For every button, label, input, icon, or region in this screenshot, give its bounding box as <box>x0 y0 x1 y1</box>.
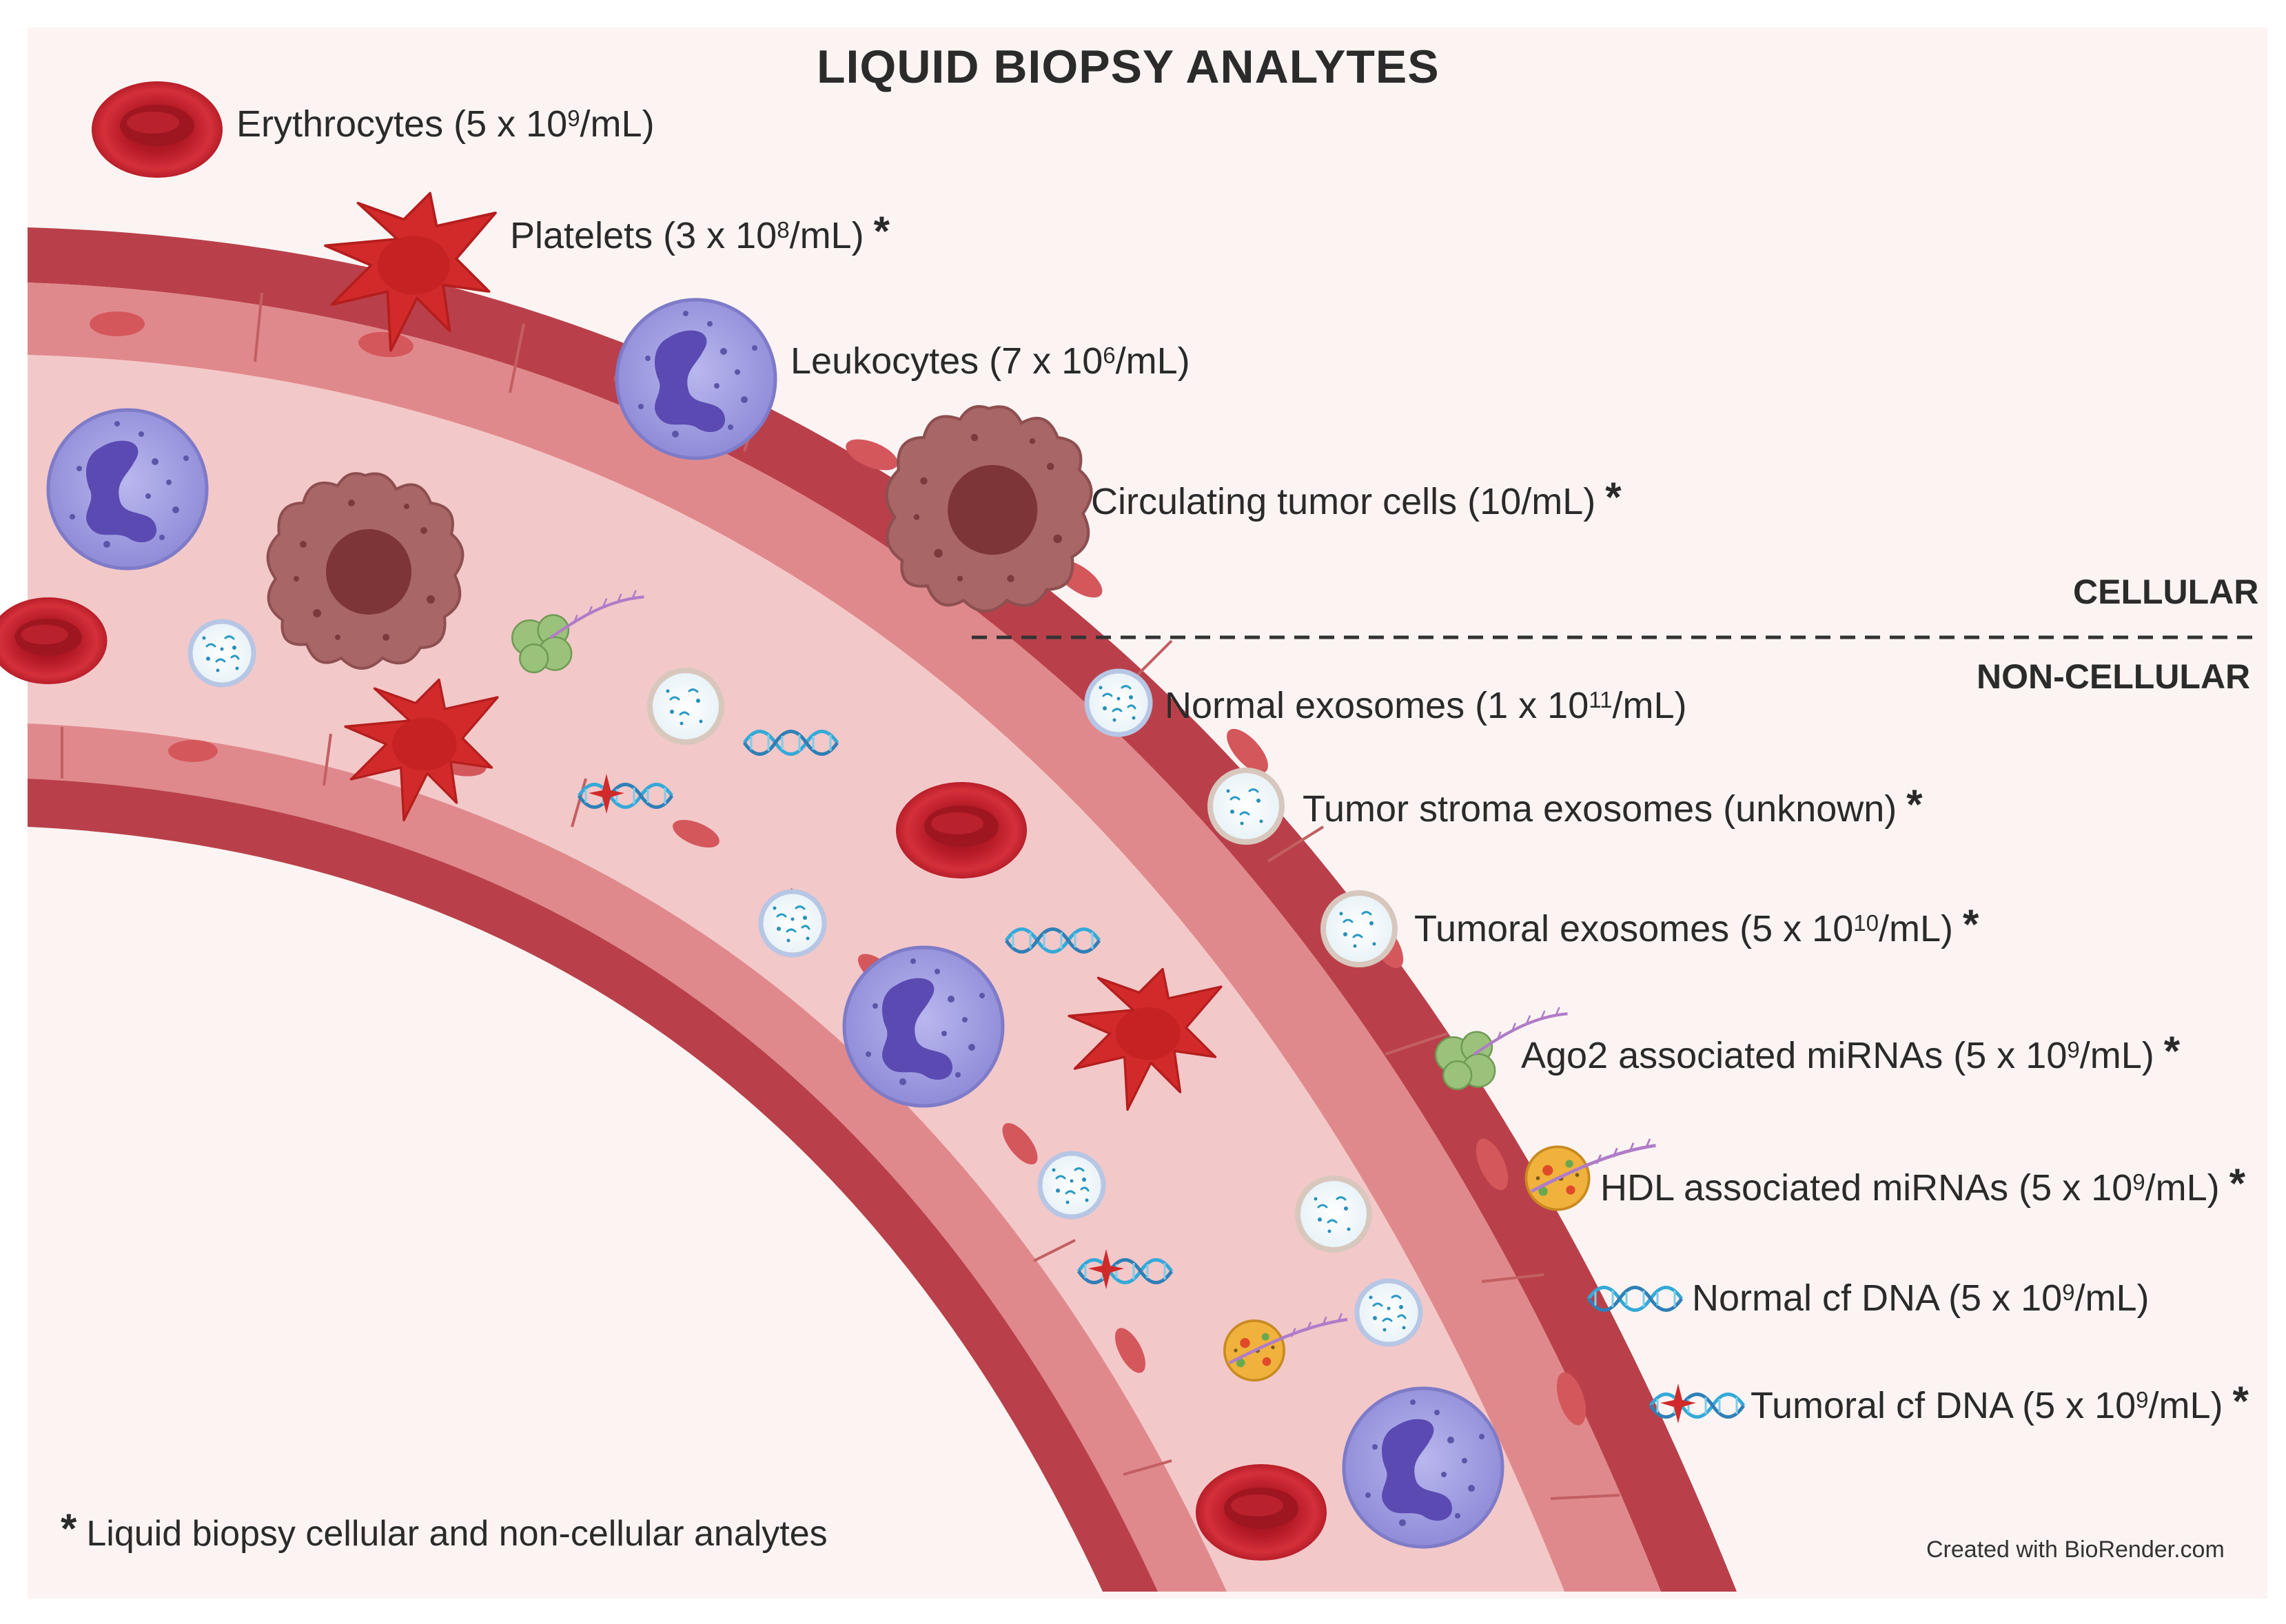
endothelium-outer <box>28 282 1661 1592</box>
normal-exosome-icon <box>1087 671 1150 734</box>
lumen-exosome-1 <box>190 621 254 685</box>
lumen-erythrocyte-3 <box>1196 1464 1327 1561</box>
endothelium-inner <box>28 723 1227 1592</box>
lumen-leukocyte-3 <box>1344 1388 1502 1547</box>
analyte-label-circulating-tumor-cells: Circulating tumor cells (10/mL)* <box>1091 474 1622 523</box>
lumen-leukocyte-2 <box>844 947 1003 1106</box>
leukocyte-icon <box>617 300 775 458</box>
non-cellular-section-label: NON-CELLULAR <box>1977 657 2251 696</box>
biorender-credit: Created with BioRender.com <box>1926 1536 2225 1563</box>
vessel-lumen <box>28 355 1564 1592</box>
footnote: *Liquid biopsy cellular and non-cellular… <box>61 1505 828 1555</box>
lumen-erythrocyte-2 <box>896 782 1027 878</box>
lumen-exosome-4 <box>1040 1153 1103 1217</box>
lumen-exosome-6 <box>1357 1281 1420 1344</box>
analyte-label-erythrocytes: Erythrocytes (5 x 109/mL) <box>236 103 655 145</box>
analyte-label-leukocytes: Leukocytes (7 x 106/mL) <box>790 340 1190 382</box>
analyte-label-tumor-stroma-exosomes: Tumor stroma exosomes (unknown)* <box>1303 781 1923 830</box>
circulating-tumor-cell-icon <box>887 407 1092 611</box>
tumor-stroma-exosome-icon <box>1210 770 1282 842</box>
lumen-tumor-cell <box>266 472 465 670</box>
analyte-label-tumoral-exosomes: Tumoral exosomes (5 x 1010/mL)* <box>1414 901 1979 950</box>
analyte-label-normal-cfdna: Normal cf DNA (5 x 109/mL) <box>1692 1277 2150 1319</box>
analyte-label-normal-exosomes: Normal exosomes (1 x 1011/mL) <box>1165 685 1687 726</box>
analyte-label-ago2-mirnas: Ago2 associated miRNAs (5 x 109/mL)* <box>1521 1028 2181 1077</box>
footnote-text: Liquid biopsy cellular and non-cellular … <box>86 1514 828 1554</box>
analyte-label-tumoral-cfdna: Tumoral cf DNA (5 x 109/mL)* <box>1751 1378 2249 1427</box>
vessel-wall-band-inner <box>28 779 1158 1592</box>
cellular-section-label: CELLULAR <box>2073 573 2259 611</box>
vessel-wall-band-outer <box>28 227 1737 1592</box>
erythrocyte-icon <box>92 81 223 178</box>
lumen-exosome-3 <box>761 892 824 955</box>
lumen-exosome-2 <box>650 670 722 742</box>
footnote-star: * <box>61 1505 77 1552</box>
lumen-exosome-5 <box>1298 1178 1369 1250</box>
tumoral-exosome-icon <box>1323 893 1395 965</box>
page-title: LIQUID BIOPSY ANALYTES <box>817 41 1440 93</box>
analyte-label-hdl-mirnas: HDL associated miRNAs (5 x 109/mL)* <box>1600 1160 2245 1209</box>
lumen-leukocyte-1 <box>48 410 207 568</box>
analyte-label-platelets: Platelets (3 x 108/mL)* <box>510 208 890 257</box>
